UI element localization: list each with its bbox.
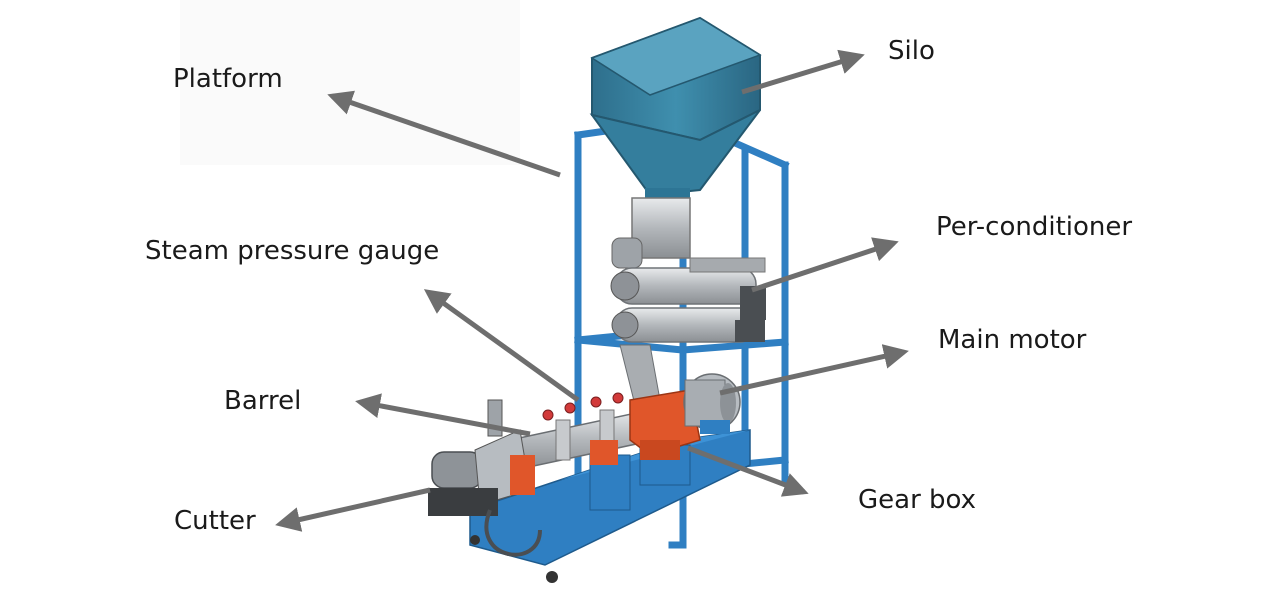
leader-arrows xyxy=(275,49,909,532)
label-cutter: Cutter xyxy=(174,506,256,536)
steam-pressure-gauges xyxy=(542,392,624,421)
main-motor xyxy=(683,373,741,434)
barrel xyxy=(509,409,656,471)
background-panel xyxy=(180,0,520,165)
gear-box xyxy=(629,389,701,460)
silo xyxy=(589,16,762,216)
arrow-barrel xyxy=(355,393,531,437)
label-steam-pressure-gauge: Steam pressure gauge xyxy=(145,236,440,266)
arrow-cutter xyxy=(275,487,431,532)
label-barrel: Barrel xyxy=(224,386,302,416)
arrow-pre-conditioner xyxy=(751,237,899,293)
arrow-main-motor xyxy=(719,344,909,396)
arrow-gear-box xyxy=(687,445,809,497)
arrow-silo xyxy=(741,49,865,95)
pre-conditioner xyxy=(610,237,766,343)
cutter xyxy=(428,399,542,557)
arrow-platform xyxy=(327,90,561,178)
label-silo: Silo xyxy=(888,36,935,66)
arrow-steam-gauge xyxy=(423,289,580,403)
label-pre-conditioner: Per-conditioner xyxy=(936,212,1133,242)
label-gear-box: Gear box xyxy=(858,485,977,515)
label-main-motor: Main motor xyxy=(938,325,1087,355)
label-platform: Platform xyxy=(173,64,283,94)
